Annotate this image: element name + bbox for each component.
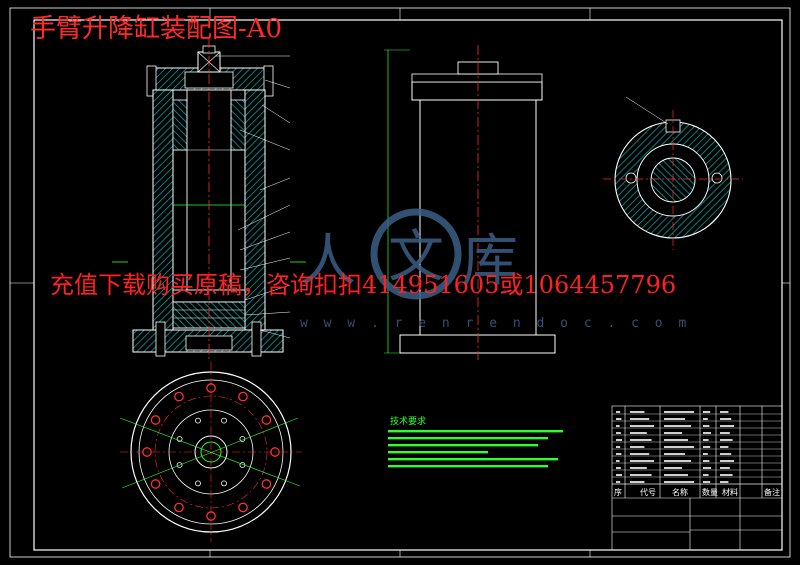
parts-list-text-mark: [720, 481, 729, 483]
parts-list-text-mark: [664, 432, 682, 434]
parts-list-text-mark: [703, 439, 709, 441]
parts-list-text-mark: [616, 481, 621, 483]
parts-list-header-cell: 名称: [672, 488, 688, 497]
parts-list-text-mark: [703, 418, 708, 420]
parts-list-text-mark: [720, 418, 732, 420]
plan-bolt-holes: [142, 383, 280, 521]
parts-list-text-mark: [720, 460, 734, 462]
watermark-char-1: 人: [300, 229, 356, 294]
parts-list-text-mark: [616, 453, 622, 455]
parts-list-text-mark: [703, 425, 710, 427]
parts-list-text-mark: [664, 418, 685, 420]
parts-list-header-cell: 代号: [640, 488, 656, 497]
parts-list-text-mark: [720, 474, 733, 476]
parts-list-text-mark: [616, 474, 622, 476]
parts-list-text-mark: [720, 411, 729, 413]
inner-hole: [221, 417, 227, 424]
parts-list-text-mark: [630, 432, 647, 434]
promo-banner: 充值下载购买原稿，咨询扣扣414951605或1064457796: [50, 271, 677, 299]
parts-list-text-mark: [630, 425, 654, 427]
parts-list-text-mark: [720, 453, 732, 455]
parts-list-text-mark: [720, 432, 730, 434]
parts-list-header-cell: 备注: [764, 488, 780, 497]
technical-note-line: [388, 465, 548, 468]
parts-list-text-mark: [616, 411, 621, 413]
parts-list-text-mark: [703, 467, 711, 469]
parts-list-text-mark: [664, 425, 691, 427]
parts-list-header-cell: 数量: [702, 488, 718, 497]
parts-list-text-mark: [703, 453, 708, 455]
watermark-char-2: 文: [388, 225, 444, 290]
parts-list-text-mark: [630, 453, 650, 455]
parts-list-text-mark: [664, 481, 694, 483]
parts-list-text-mark: [616, 425, 620, 427]
parts-list-text-mark: [720, 439, 733, 441]
bolt-hole: [174, 502, 184, 513]
parts-list-text-mark: [664, 474, 688, 476]
title-block: [611, 405, 783, 551]
parts-list-header-cell: 材料: [722, 488, 738, 497]
parts-list-text-mark: [630, 439, 652, 441]
section-a-a-view: [603, 96, 743, 250]
parts-list-text-mark: [630, 467, 647, 469]
parts-list-text-mark: [664, 411, 694, 413]
parts-list-rows: [612, 413, 782, 485]
parts-list-text-mark: [703, 446, 711, 448]
parts-list-text-mark: [664, 439, 688, 441]
inner-hole: [195, 417, 201, 424]
parts-list-text-mark: [630, 481, 645, 483]
technical-note-line: [388, 437, 548, 440]
technical-note-line: [388, 458, 558, 461]
parts-list-text-mark: [703, 474, 709, 476]
technical-note-line: [388, 444, 538, 447]
parts-list-text-mark: [664, 446, 694, 448]
parts-list-text-mark: [664, 460, 691, 462]
technical-note-line: [388, 451, 488, 454]
bolt-hole: [238, 391, 248, 402]
parts-list-text-mark: [703, 432, 711, 434]
parts-list-text-mark: [703, 481, 711, 483]
parts-list-text-mark: [616, 418, 622, 420]
parts-list-text-mark: [703, 411, 711, 413]
parts-list-text-mark: [616, 460, 620, 462]
parts-list-text-mark: [720, 446, 729, 448]
parts-list-text-mark: [616, 432, 621, 434]
bolt-hole: [238, 502, 248, 513]
parts-list-text-mark: [720, 425, 734, 427]
parts-list-text-mark: [703, 460, 710, 462]
parts-list-text-mark: [720, 467, 730, 469]
watermark-logo: 人 文 库: [300, 208, 518, 300]
inner-hole: [195, 480, 201, 487]
inner-hole: [221, 480, 227, 487]
inner-hole: [176, 462, 183, 468]
parts-list-text-mark: [616, 467, 621, 469]
parts-list-text-mark: [630, 411, 645, 413]
parts-list-fill: [616, 411, 734, 483]
technical-requirements-heading: 技术要求: [390, 417, 427, 427]
parts-list-text-mark: [664, 453, 685, 455]
parts-list-text-mark: [630, 418, 650, 420]
technical-note-line: [388, 430, 563, 433]
bottom-plan-view: [119, 362, 302, 542]
main-section-view: [112, 38, 306, 360]
parts-list-text-mark: [630, 474, 652, 476]
technical-notes-lines: [388, 430, 563, 468]
parts-list-text-mark: [616, 439, 622, 441]
parts-list-text-mark: [630, 446, 645, 448]
bolt-hole: [261, 415, 272, 425]
parts-list-header-cell: 序: [614, 488, 622, 497]
drawing-title: 手臂升降缸装配图-A0: [30, 14, 283, 44]
inner-hole: [176, 436, 183, 442]
parts-list-text-mark: [664, 467, 682, 469]
drawing-frame: [9, 7, 791, 558]
bolt-hole: [174, 391, 184, 402]
bolt-hole: [150, 415, 161, 425]
parts-list-text-mark: [630, 460, 654, 462]
bolt-hole: [150, 479, 161, 489]
parts-list-text-mark: [616, 446, 621, 448]
watermark-char-3: 库: [462, 229, 518, 294]
watermark-url: w w w . r e n r e n d o c . c o m: [300, 316, 691, 331]
bolt-hole: [261, 479, 272, 489]
